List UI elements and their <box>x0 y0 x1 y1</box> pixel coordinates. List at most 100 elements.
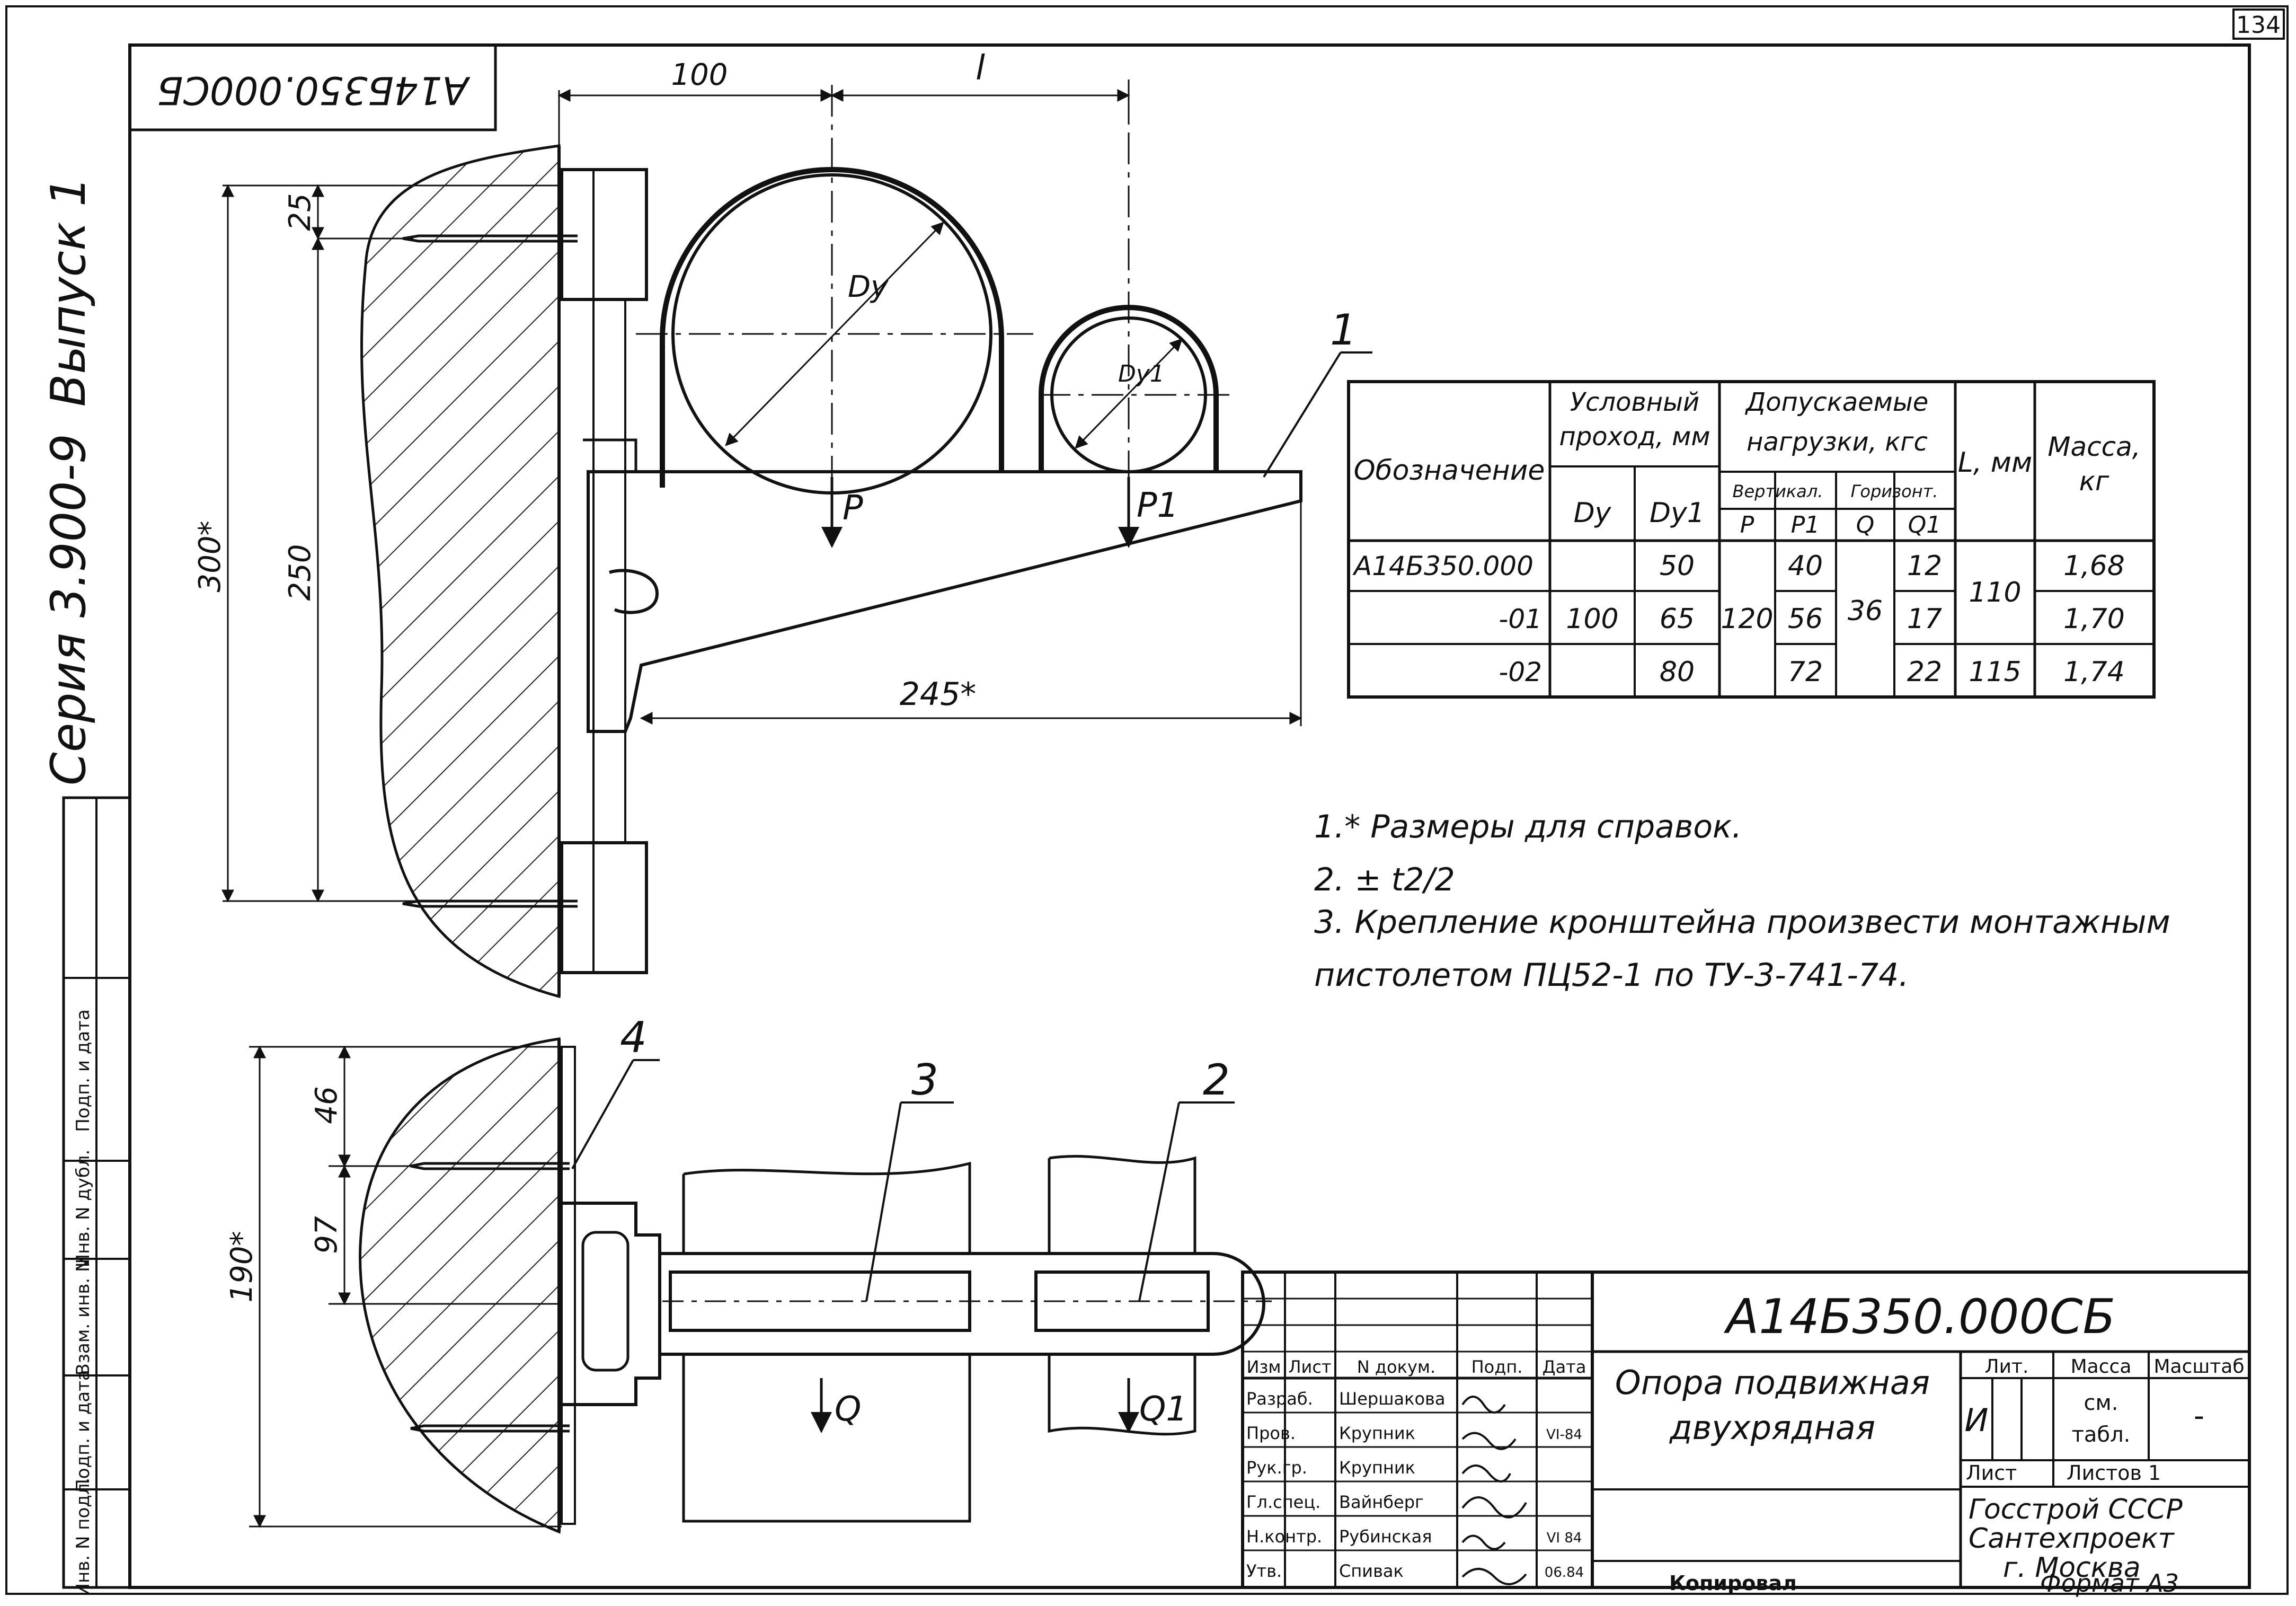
side-strip-inv-podl: Инв. N подл. <box>73 1478 94 1597</box>
td-mass-2: 1,74 <box>2063 656 2125 688</box>
title-block <box>1241 1270 2251 1589</box>
th-Q: Q <box>1856 511 1875 539</box>
note-3-cont: пистолетом ПЦ52-1 по ТУ-3-741-74. <box>1314 957 1909 994</box>
copied-label: Копировал <box>1669 1572 1797 1595</box>
dim-300: 300* <box>193 521 227 593</box>
th-nominal-2: проход, мм <box>1559 422 1710 452</box>
td-dy1-1: 65 <box>1660 603 1695 635</box>
tb-name-1: Крупник <box>1339 1423 1415 1443</box>
notes: 1.* Размеры для справок. 2. ± t2/2 3. Кр… <box>1314 808 2170 994</box>
tb-role-4: Н.контр. <box>1246 1526 1322 1547</box>
side-strip: Инв. N подл. Подп. и дата Взам. инв. N И… <box>62 796 131 1597</box>
td-p-merged: 120 <box>1721 603 1773 635</box>
tb-lit-value: И <box>1965 1402 1989 1439</box>
bracket-body <box>587 470 1302 733</box>
th-P1: P1 <box>1791 511 1820 539</box>
tb-col-data: Дата <box>1543 1357 1586 1377</box>
td-q-merged: 36 <box>1848 595 1883 627</box>
td-p1-2: 72 <box>1788 656 1823 688</box>
top-mount-plate <box>560 168 648 301</box>
tb-role-2: Рук.гр. <box>1246 1458 1307 1478</box>
th-dy: Dy <box>1574 497 1612 529</box>
td-mass-1: 1,70 <box>2063 603 2125 635</box>
tb-col-ndok: N докум. <box>1357 1357 1435 1377</box>
td-l-110: 110 <box>1969 577 2021 608</box>
page-number-box <box>2232 8 2285 40</box>
tb-role-3: Гл.спец. <box>1246 1492 1320 1512</box>
th-L: L, мм <box>1958 447 2033 479</box>
tb-mass-value-1: см. <box>2084 1391 2118 1415</box>
tb-name-4: Рубинская <box>1339 1526 1432 1547</box>
side-strip-vzam-inv: Взам. инв. N <box>73 1259 94 1376</box>
tb-scale-label: Масштаб <box>2153 1356 2244 1378</box>
td-mass-0: 1,68 <box>2063 550 2125 582</box>
td-q1-0: 12 <box>1907 550 1942 582</box>
callout-2: 2 <box>1203 1055 1230 1105</box>
note-3: 3. Крепление кронштейна произвести монта… <box>1314 904 2170 941</box>
tb-role-1: Пров. <box>1246 1423 1296 1443</box>
tb-org-2: Сантехпроект <box>1969 1523 2175 1555</box>
tb-sheet-label: Лист <box>1966 1461 2017 1485</box>
note-2: 2. ± t2/2 <box>1314 861 1455 898</box>
page-number: 134 <box>2236 12 2281 39</box>
plan-dowel-bottom <box>410 1424 570 1433</box>
th-loads-1: Допускаемые <box>1745 387 1929 417</box>
th-mass-2: кг <box>2079 466 2109 497</box>
sheet-outer-border <box>5 5 2289 1595</box>
th-P: P <box>1740 511 1754 539</box>
dim-25: 25 <box>283 193 317 231</box>
th-mass-1: Масса, <box>2047 431 2140 462</box>
tb-mass-value-2: табл. <box>2072 1423 2131 1447</box>
dim-245: 245* <box>900 676 977 713</box>
note-1: 1.* Размеры для справок. <box>1314 808 1742 845</box>
tb-lit-label: Лит. <box>1985 1356 2029 1378</box>
plan-bracket-bar <box>660 1252 1265 1356</box>
dim-100: 100 <box>671 58 728 92</box>
label-dy1: Dy1 <box>1118 360 1165 387</box>
designation-stamp-box <box>128 43 497 131</box>
callout-1: 1 <box>1330 305 1357 355</box>
label-P: P <box>843 489 863 528</box>
format-label: Формат А3 <box>2040 1569 2179 1598</box>
bottom-mount-plate <box>560 841 648 974</box>
wall-section <box>360 144 561 999</box>
tb-col-list: Лист <box>1288 1357 1331 1377</box>
pipe-dy1 <box>1050 316 1207 473</box>
tb-org-3: г. Москва <box>2003 1552 2141 1584</box>
tb-sheets-label: Листов 1 <box>2067 1461 2161 1485</box>
td-p1-0: 40 <box>1788 550 1823 582</box>
tb-name-3: Вайнберг <box>1339 1492 1424 1512</box>
plan-view: Q Q1 4 3 2 <box>359 1013 1272 1534</box>
title-block-text: Изм Лист N докум. Подп. Дата Разраб. Про… <box>1246 1289 2245 1585</box>
designation-stamp: А14Б350.000СБ <box>157 68 471 112</box>
dim-l: l <box>976 49 985 88</box>
td-q1-1: 17 <box>1907 603 1942 635</box>
front-dimensions: 100 l 25 250 300* 245* <box>193 49 1302 903</box>
td-dy1-0: 50 <box>1660 550 1695 582</box>
tb-role-5: Утв. <box>1246 1561 1282 1581</box>
th-Q1: Q1 <box>1908 511 1942 539</box>
plan-bracket-profile <box>562 1202 661 1406</box>
th-vert: Вертикал. <box>1733 481 1823 501</box>
label-Q1: Q1 <box>1139 1390 1187 1429</box>
dim-190: 190* <box>225 1231 259 1303</box>
side-strip-podp-data-2: Подп. и дата <box>73 1009 94 1132</box>
series-label: Серия 3.900-9 <box>41 434 96 786</box>
tb-scale-value: - <box>2194 1399 2204 1433</box>
label-P1: P1 <box>1137 486 1178 525</box>
spec-table-text: Обозначение Условный проход, мм Допускае… <box>1352 387 2141 688</box>
tb-name-2: Крупник <box>1339 1458 1415 1478</box>
td-l-115: 115 <box>1969 656 2021 688</box>
wall-plan-section <box>359 1037 561 1534</box>
td-designation-1: -01 <box>1499 604 1542 634</box>
dim-46: 46 <box>309 1086 344 1124</box>
callout-3: 3 <box>911 1055 938 1105</box>
dim-97: 97 <box>309 1216 344 1254</box>
plan-dimensions: 46 97 190* <box>225 1045 562 1528</box>
td-q1-2: 22 <box>1907 656 1942 688</box>
td-dy-merged: 100 <box>1566 603 1618 635</box>
tb-col-podp: Подп. <box>1471 1357 1523 1377</box>
th-designation: Обозначение <box>1354 455 1545 487</box>
tb-col-izm: Изм <box>1246 1357 1281 1377</box>
